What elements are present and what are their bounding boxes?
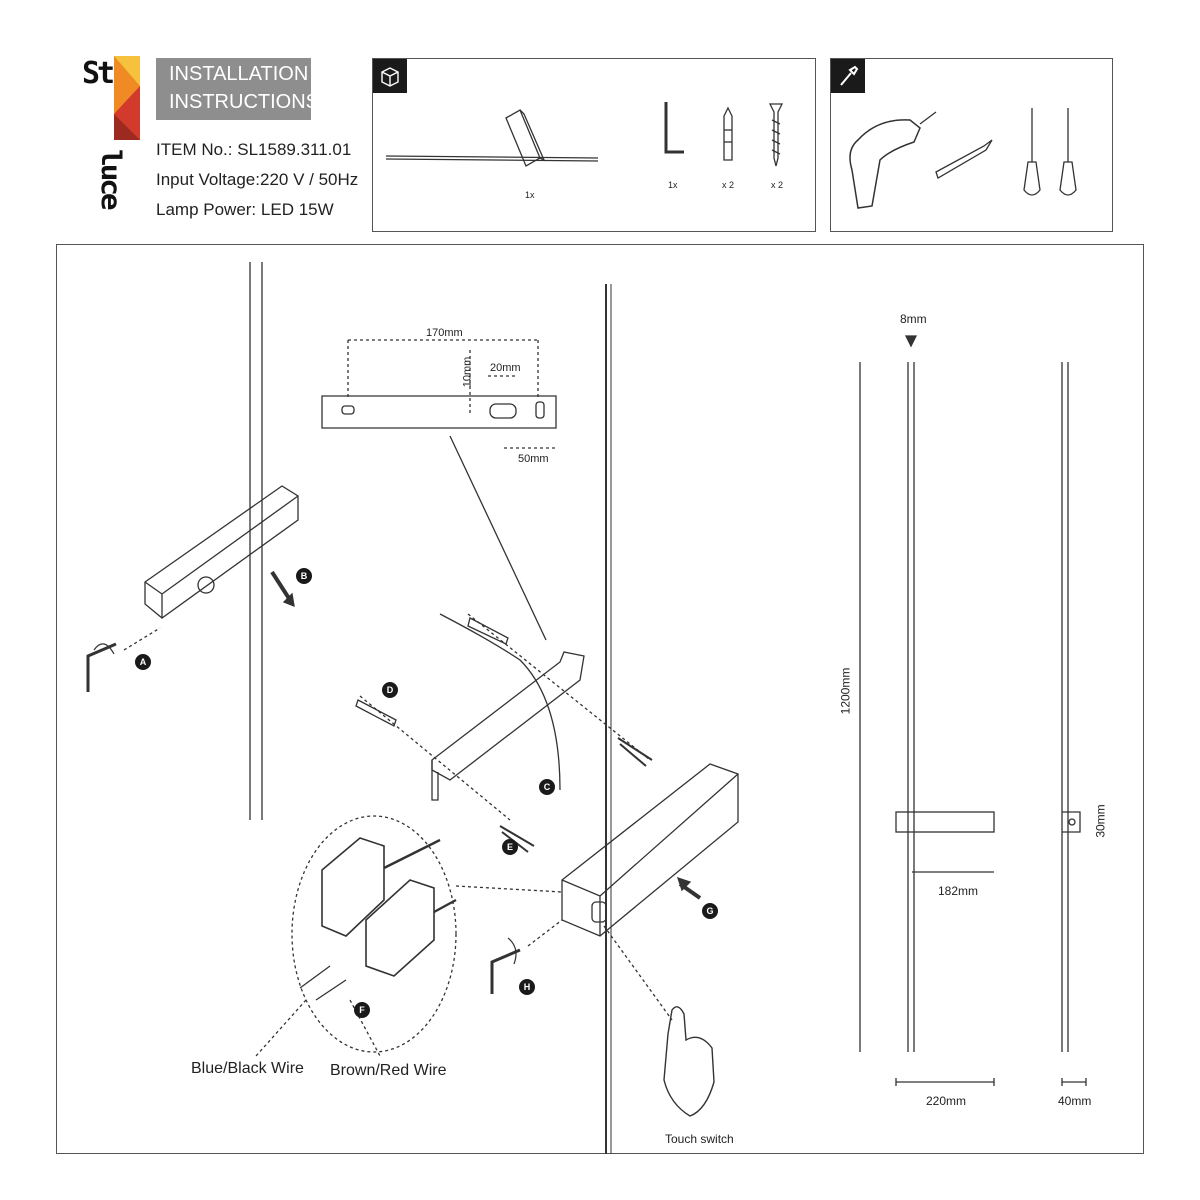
power-row: Lamp Power: LED 15W xyxy=(156,200,334,220)
bracket-offset-label: 50mm xyxy=(518,453,549,465)
blue-black-wire-label: Blue/Black Wire xyxy=(191,1060,304,1077)
power-value: LED 15W xyxy=(260,200,334,219)
step-badge-g: G xyxy=(702,903,718,919)
step-badge-f: F xyxy=(354,1002,370,1018)
brand-logo-graphic xyxy=(114,56,140,140)
top-depth-label: 8mm xyxy=(900,312,927,326)
package-contents-panel xyxy=(372,58,816,232)
step-badge-h: H xyxy=(519,979,535,995)
height-label: 1200mm xyxy=(838,667,853,715)
bracket-slot-width-label: 20mm xyxy=(490,362,521,374)
item-label: ITEM No.: xyxy=(156,140,233,159)
title-banner: INSTALLATION INSTRUCTIONS xyxy=(156,58,319,120)
base-height-label: 30mm xyxy=(1093,804,1108,838)
brand-name-st: St xyxy=(82,56,115,91)
brown-red-wire-label: Brown/Red Wire xyxy=(330,1062,447,1079)
title-line-1: INSTALLATION xyxy=(169,63,309,85)
voltage-value: 220 V / 50Hz xyxy=(259,170,359,189)
step-badge-a: A xyxy=(135,654,151,670)
screw-qty: x 2 xyxy=(771,180,784,190)
step-badge-d: D xyxy=(382,682,398,698)
tools-panel xyxy=(830,58,1113,232)
brand-logo: St luce xyxy=(82,54,142,226)
voltage-row: Input Voltage:220 V / 50Hz xyxy=(156,170,358,190)
item-number-row: ITEM No.: SL1589.311.01 xyxy=(156,140,351,160)
item-value: SL1589.311.01 xyxy=(237,140,352,159)
dowel-qty: x 2 xyxy=(722,180,735,190)
power-label: Lamp Power: xyxy=(156,200,257,219)
key-qty: 1x xyxy=(668,180,678,190)
lamp-qty: 1x xyxy=(525,190,535,200)
base-width-label: 182mm xyxy=(938,884,979,898)
package-icon xyxy=(373,59,407,93)
tools-icon xyxy=(831,59,865,93)
voltage-label: Input Voltage: xyxy=(156,170,260,189)
total-width-label: 220mm xyxy=(926,1094,967,1108)
title-line-2: INSTRUCTIONS xyxy=(169,91,319,113)
step-badge-b: B xyxy=(296,568,312,584)
bracket-width-label: 170mm xyxy=(426,327,463,339)
bracket-slot-height-label: 10mm xyxy=(461,356,474,388)
step-badge-c: C xyxy=(539,779,555,795)
side-depth-label: 40mm xyxy=(1058,1094,1092,1108)
step-badge-e: E xyxy=(502,839,518,855)
touch-switch-label: Touch switch xyxy=(665,1132,734,1146)
instruction-panel xyxy=(56,244,1144,1154)
